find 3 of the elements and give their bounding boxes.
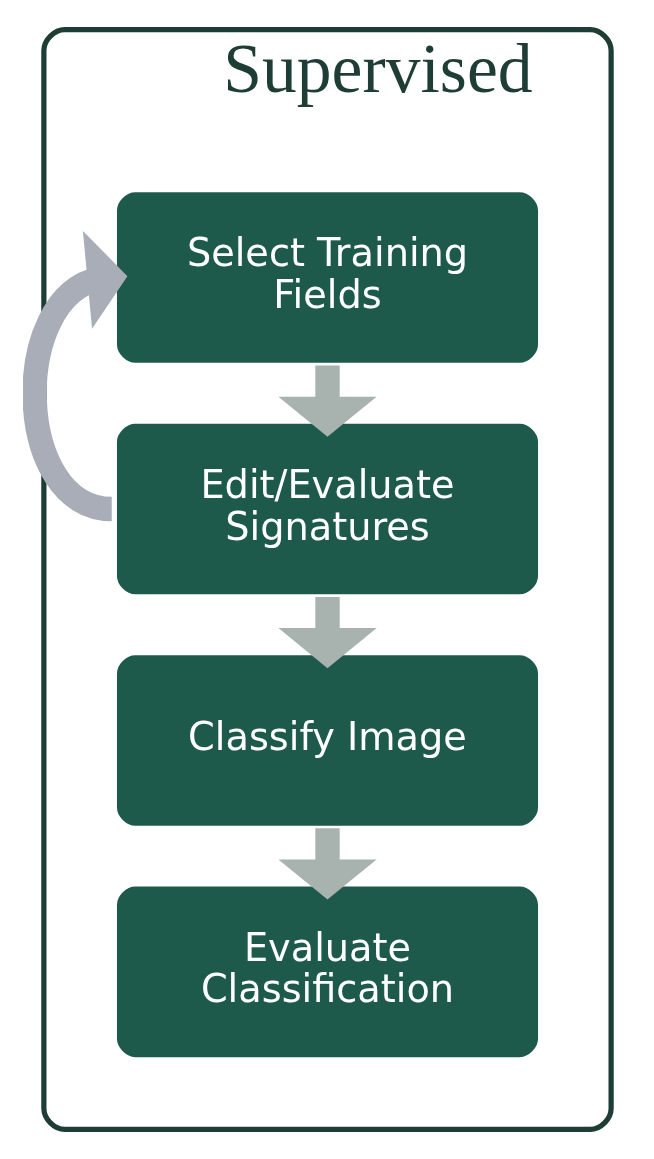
arrow	[277, 596, 377, 669]
arrow	[277, 365, 377, 437]
arrow	[277, 828, 377, 900]
